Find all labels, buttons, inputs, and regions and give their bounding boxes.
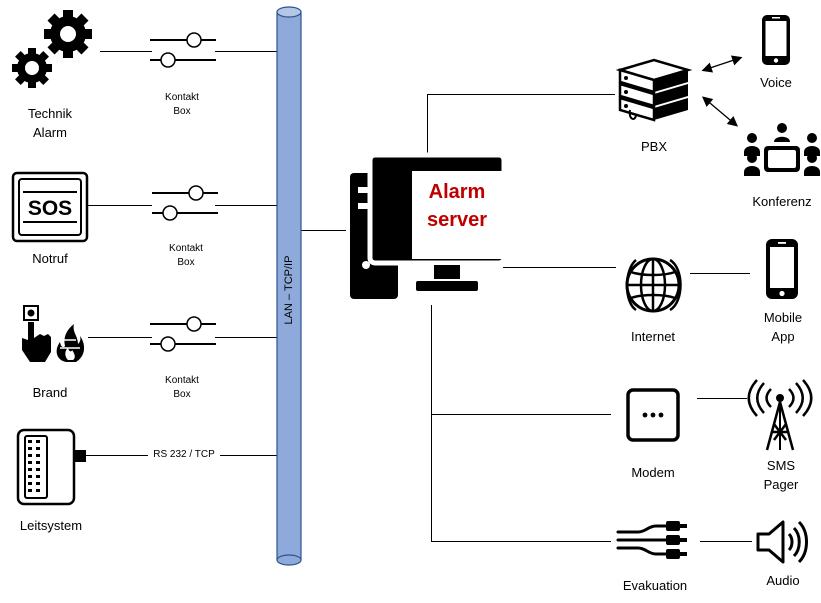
mobile-app-label-2: App: [771, 329, 795, 344]
sms-pager-label-1: SMS: [766, 458, 796, 473]
connector-notruf-bus: [215, 205, 277, 206]
connector-server-internet: [503, 267, 616, 268]
connector-notruf-box: [88, 205, 152, 206]
connector-technik-box: [100, 51, 152, 52]
cables-icon: [616, 521, 687, 559]
konferenz-label: Konferenz: [752, 194, 812, 209]
rs232-label: RS 232 / TCP: [148, 448, 220, 462]
connector-server-evakuation: [431, 541, 611, 542]
brand-label: Brand: [32, 385, 68, 400]
internet-label: Internet: [630, 329, 676, 344]
switch-icon: [152, 185, 218, 221]
audio-label: Audio: [766, 573, 800, 588]
computer-icon: [350, 152, 507, 299]
server-title-line-1: Alarm: [428, 181, 486, 203]
technik-label-2: Alarm: [33, 125, 67, 140]
server-rack-icon: [615, 58, 693, 122]
kontakt-box-1-label-1: Kontakt: [165, 92, 199, 103]
bus-label: LAN – TCP/IP: [283, 255, 295, 325]
connector-internet-mobile: [690, 273, 750, 274]
connector-server-pbx-v: [427, 94, 428, 156]
svg-text:SOS: SOS: [28, 197, 72, 220]
smartphone-icon: [762, 15, 790, 65]
connector-leitsystem-left: [86, 455, 152, 456]
connector-brand-bus: [215, 337, 277, 338]
kontakt-box-3-label-1: Kontakt: [165, 375, 199, 386]
kontakt-box-2-label-1: Kontakt: [169, 243, 203, 254]
mobile-app-label-1: Mobile: [763, 310, 803, 325]
connector-server-modem: [431, 414, 611, 415]
kontakt-box-2-label-2: Box: [177, 257, 195, 268]
conference-icon: [744, 123, 820, 176]
connector-technik-bus: [215, 51, 277, 52]
connector-bus-server: [300, 230, 346, 231]
modem-icon: [626, 388, 680, 442]
connector-server-pbx-h: [427, 94, 615, 95]
voice-label: Voice: [760, 75, 792, 90]
server-title: Alarm server: [413, 178, 501, 234]
evakuation-label: Evakuation: [622, 578, 688, 593]
sms-pager-label-2: Pager: [763, 477, 799, 492]
connector-server-trunk: [431, 305, 432, 541]
connector-evakuation-audio: [700, 541, 752, 542]
connector-leitsystem-right: [218, 455, 277, 456]
notruf-label: Notruf: [32, 251, 68, 266]
modem-label: Modem: [631, 465, 675, 480]
antenna-icon: [747, 379, 813, 451]
leitsystem-label: Leitsystem: [19, 518, 83, 533]
smartphone-icon: [766, 239, 798, 299]
pbx-label: PBX: [640, 139, 667, 154]
fire-alarm-icon: [22, 305, 85, 362]
gears-icon: [12, 10, 92, 88]
switch-icon: [150, 316, 216, 352]
globe-icon: [625, 257, 682, 313]
technik-label-1: Technik: [27, 106, 73, 121]
arrow-pbx-konferenz: [702, 96, 738, 127]
kontakt-box-3-label-2: Box: [173, 389, 191, 400]
speaker-icon: [756, 520, 808, 564]
control-panel-icon: [16, 428, 86, 506]
sos-icon: SOS: [11, 171, 89, 243]
lan-bus: [276, 6, 302, 566]
connector-modem-pager: [697, 398, 747, 399]
connector-brand-box: [88, 337, 152, 338]
switch-icon: [150, 32, 216, 68]
server-title-line-2: server: [426, 209, 488, 231]
kontakt-box-1-label-2: Box: [173, 106, 191, 117]
